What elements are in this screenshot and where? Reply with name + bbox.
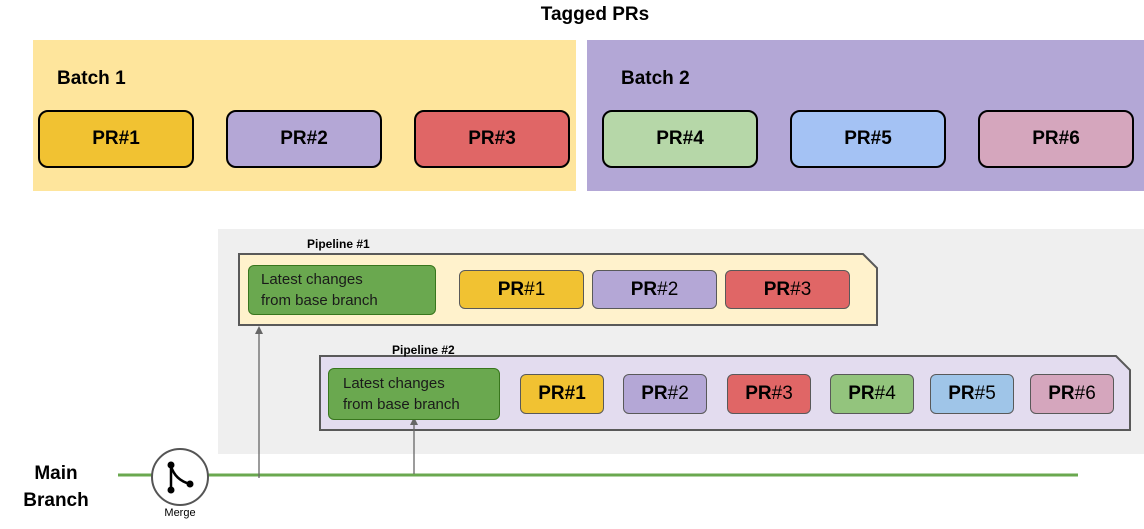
pipeline-1-label: Pipeline #1 <box>307 237 370 251</box>
pipeline-2-pr-4: PR#4 <box>830 374 914 414</box>
batch-1-label: Batch 1 <box>57 68 126 89</box>
batch-2-label: Batch 2 <box>621 68 690 89</box>
diagram-title: Tagged PRs <box>540 4 650 25</box>
pipeline-1-pr-2: PR#2 <box>592 270 717 309</box>
batch-1-pr-2: PR#2 <box>226 110 382 168</box>
pipeline-1-latest-changes: Latest changes from base branch <box>248 265 436 315</box>
merge-label: Merge <box>164 507 196 519</box>
batch-2-pr-6: PR#6 <box>978 110 1134 168</box>
batch-2-pr-4: PR#4 <box>602 110 758 168</box>
pipeline-2-pr-2: PR#2 <box>623 374 707 414</box>
arrow-head-2 <box>410 417 418 425</box>
latest-line-1: Latest changes <box>261 271 363 288</box>
batch-1-pr-1: PR#1 <box>38 110 194 168</box>
pipeline-2-pr-5: PR#5 <box>930 374 1014 414</box>
pipeline-2-pr-1: PR#1 <box>520 374 604 414</box>
pipeline-1-pr-3: PR#3 <box>725 270 850 309</box>
pipeline-1-pr-1: PR#1 <box>459 270 584 309</box>
pipeline-2-label: Pipeline #2 <box>392 343 455 357</box>
pipeline-2-latest-changes: Latest changes from base branch <box>328 368 500 420</box>
arrow-head-1 <box>255 326 263 334</box>
merge-icon <box>151 448 209 506</box>
batch-2-pr-5: PR#5 <box>790 110 946 168</box>
latest-line-1: Latest changes <box>343 375 445 392</box>
pipeline-2-pr-6: PR#6 <box>1030 374 1114 414</box>
latest-line-2: from base branch <box>343 396 460 413</box>
pipeline-2-pr-3: PR#3 <box>727 374 811 414</box>
latest-line-2: from base branch <box>261 292 378 309</box>
batch-1-pr-3: PR#3 <box>414 110 570 168</box>
